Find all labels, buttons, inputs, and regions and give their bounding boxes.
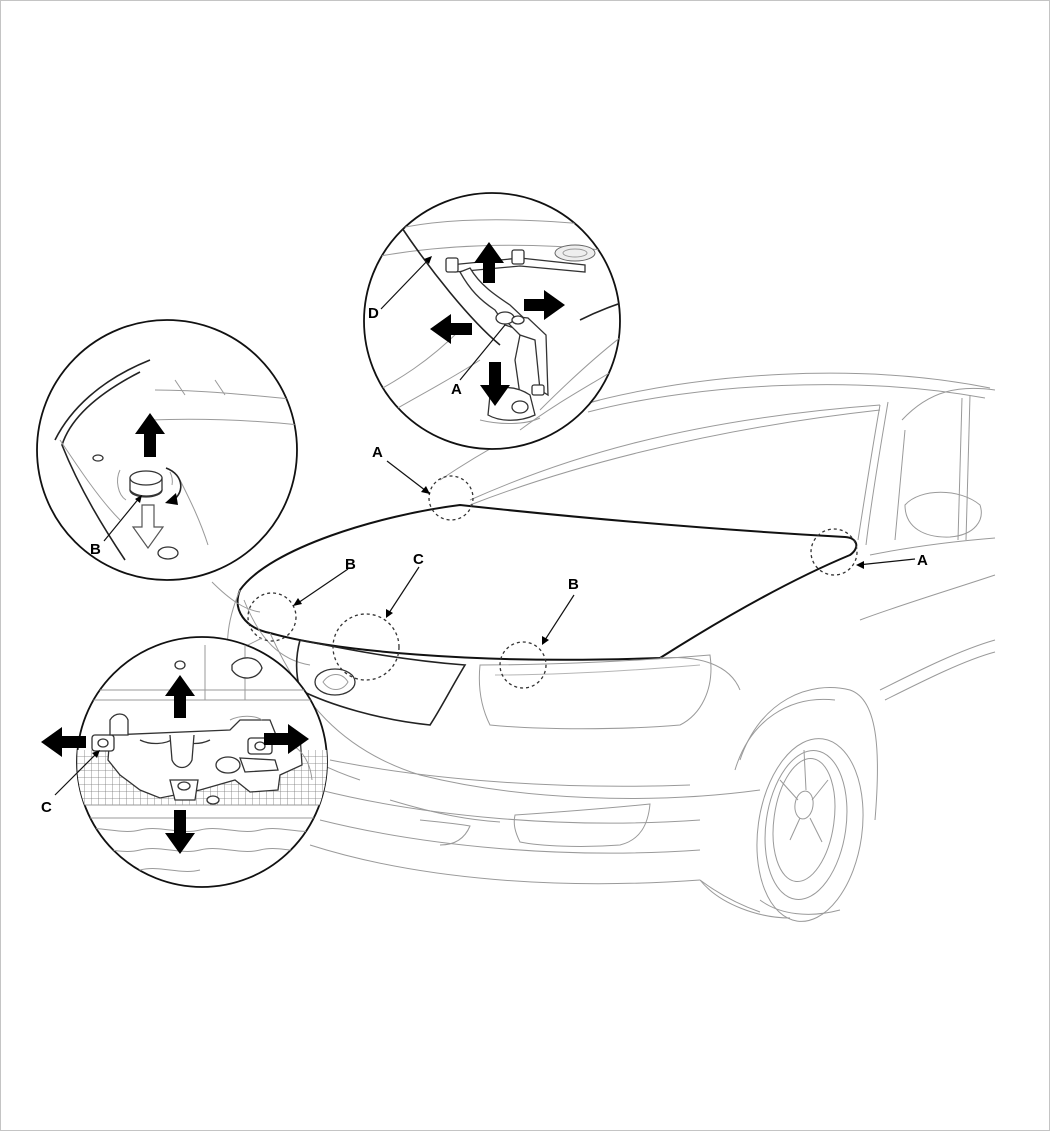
marker-a-cowl <box>428 475 474 521</box>
leader-lines <box>211 460 916 650</box>
arrow-icon <box>165 810 195 854</box>
arrow-icon <box>264 724 309 754</box>
marker-b-left <box>247 592 297 642</box>
arrow-icon <box>524 290 565 320</box>
label-a-right: A <box>917 552 928 569</box>
detail-bumper-stop <box>36 319 298 581</box>
detail-latch <box>41 636 328 888</box>
detail-hinge <box>363 192 621 450</box>
label-a-hinge: A <box>451 381 462 398</box>
label-c-latch: C <box>41 799 52 816</box>
label-b-left: B <box>345 556 356 573</box>
arrow-icon <box>41 727 86 757</box>
label-b-right: B <box>568 576 579 593</box>
arrow-icon <box>131 504 165 550</box>
arrow-icon <box>474 242 504 283</box>
detail-markers <box>247 475 858 689</box>
label-a-cowl: A <box>372 444 383 461</box>
marker-a-right <box>810 528 858 576</box>
marker-c-grille <box>332 613 400 681</box>
arrow-icon <box>135 413 165 457</box>
car-body <box>227 372 996 922</box>
arrow-icon <box>480 362 510 406</box>
label-d-hinge: D <box>368 305 379 322</box>
arrow-icon <box>165 675 195 718</box>
arrow-icon <box>430 314 472 344</box>
label-b-bumper: B <box>90 541 101 558</box>
label-c-grille: C <box>413 551 424 568</box>
callout-labels: A A A B B B C C D <box>41 305 928 816</box>
marker-b-right <box>499 641 547 689</box>
